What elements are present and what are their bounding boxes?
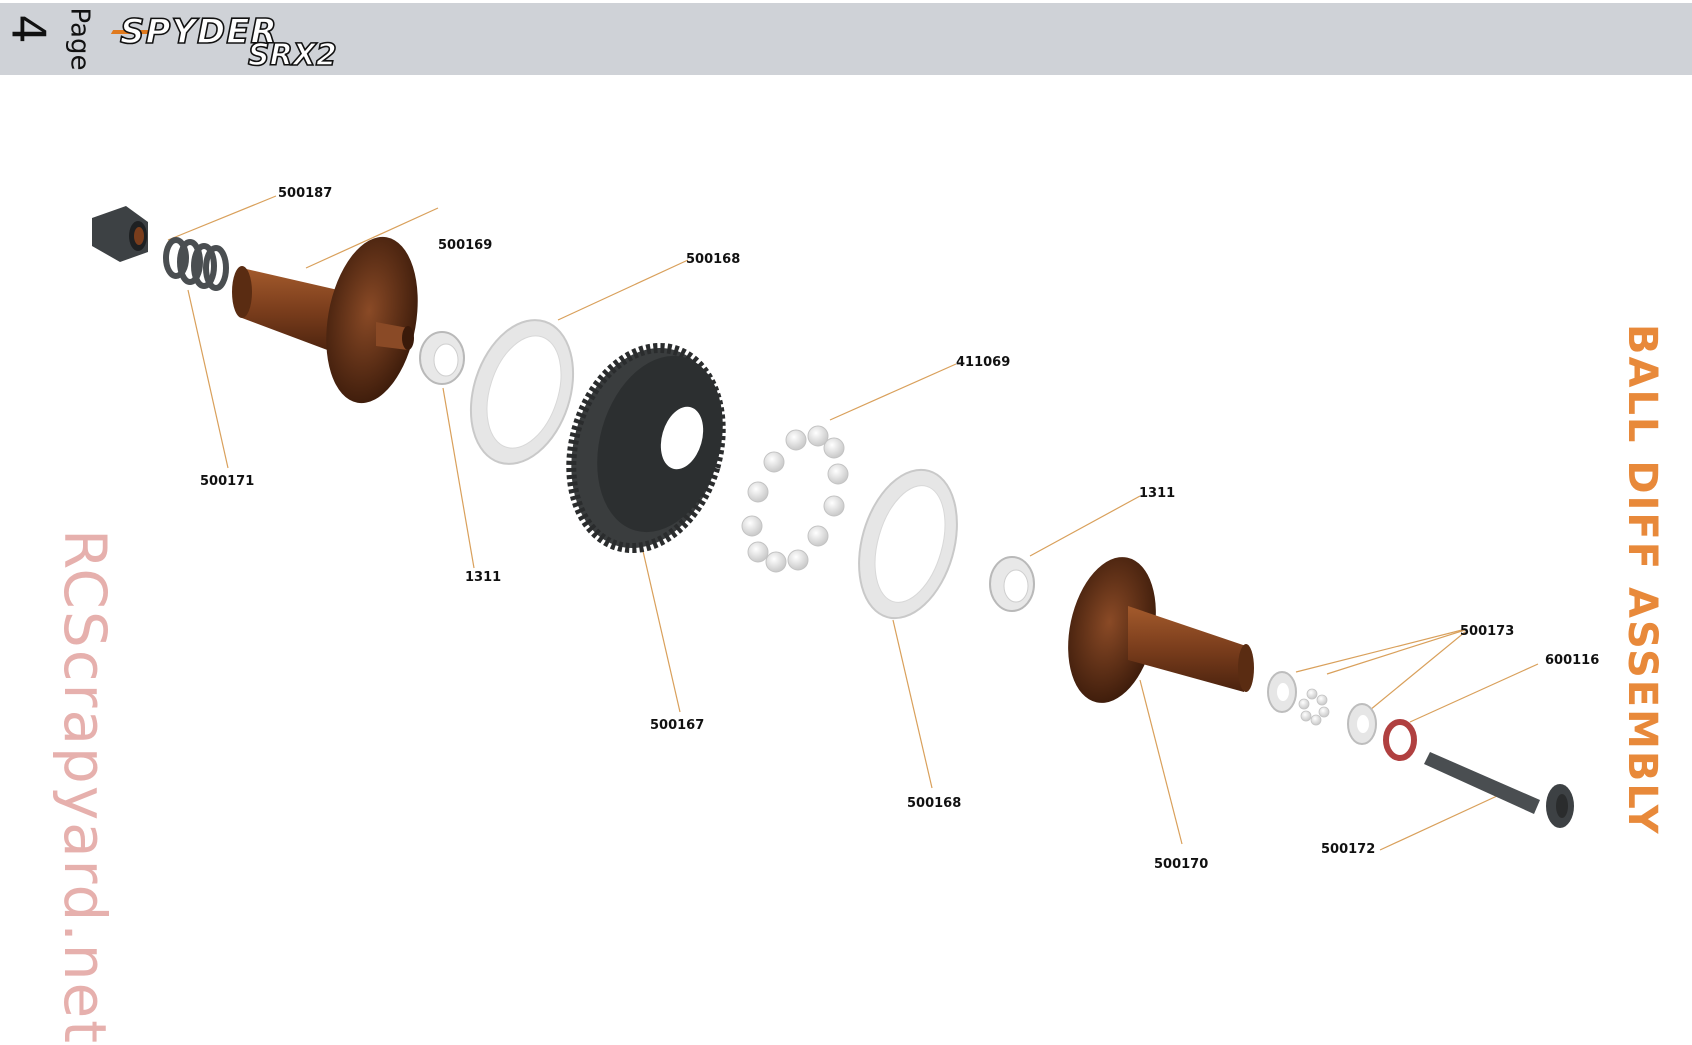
part-label-600116: 600116: [1545, 653, 1600, 668]
part-label-500168-bottom: 500168: [907, 796, 962, 811]
part-label-500172: 500172: [1321, 842, 1376, 857]
part-label-500169: 500169: [438, 238, 493, 253]
bearing-right: [989, 556, 1035, 612]
outdrive-left: [232, 236, 418, 404]
o-ring: [1383, 719, 1417, 761]
header-bar: [0, 3, 1692, 75]
outdrive-right: [1068, 557, 1254, 703]
part-label-500187: 500187: [278, 186, 333, 201]
part-label-500171: 500171: [200, 474, 255, 489]
thrust-bearing: [1267, 671, 1377, 745]
diff-ring-left: [469, 319, 575, 465]
nut-part: [92, 206, 148, 262]
leader-lines: [167, 195, 1539, 851]
spyder-srx2-logo: SPYDER SRX2: [110, 11, 342, 74]
part-label-411069: 411069: [956, 355, 1011, 370]
part-label-500173: 500173: [1460, 624, 1515, 639]
part-label-500168-top: 500168: [686, 252, 741, 267]
bearing-left: [419, 331, 465, 385]
spring-part: [163, 237, 229, 291]
exploded-diagram: [92, 195, 1574, 851]
part-label-1311-right: 1311: [1139, 486, 1176, 501]
diff-screw: [1424, 752, 1574, 828]
part-label-1311-left: 1311: [465, 570, 502, 585]
part-label-500170: 500170: [1154, 857, 1209, 872]
part-label-500167: 500167: [650, 718, 705, 733]
diff-balls: [741, 425, 849, 573]
diff-ring-right: [858, 468, 958, 620]
diff-gear: [566, 342, 726, 554]
